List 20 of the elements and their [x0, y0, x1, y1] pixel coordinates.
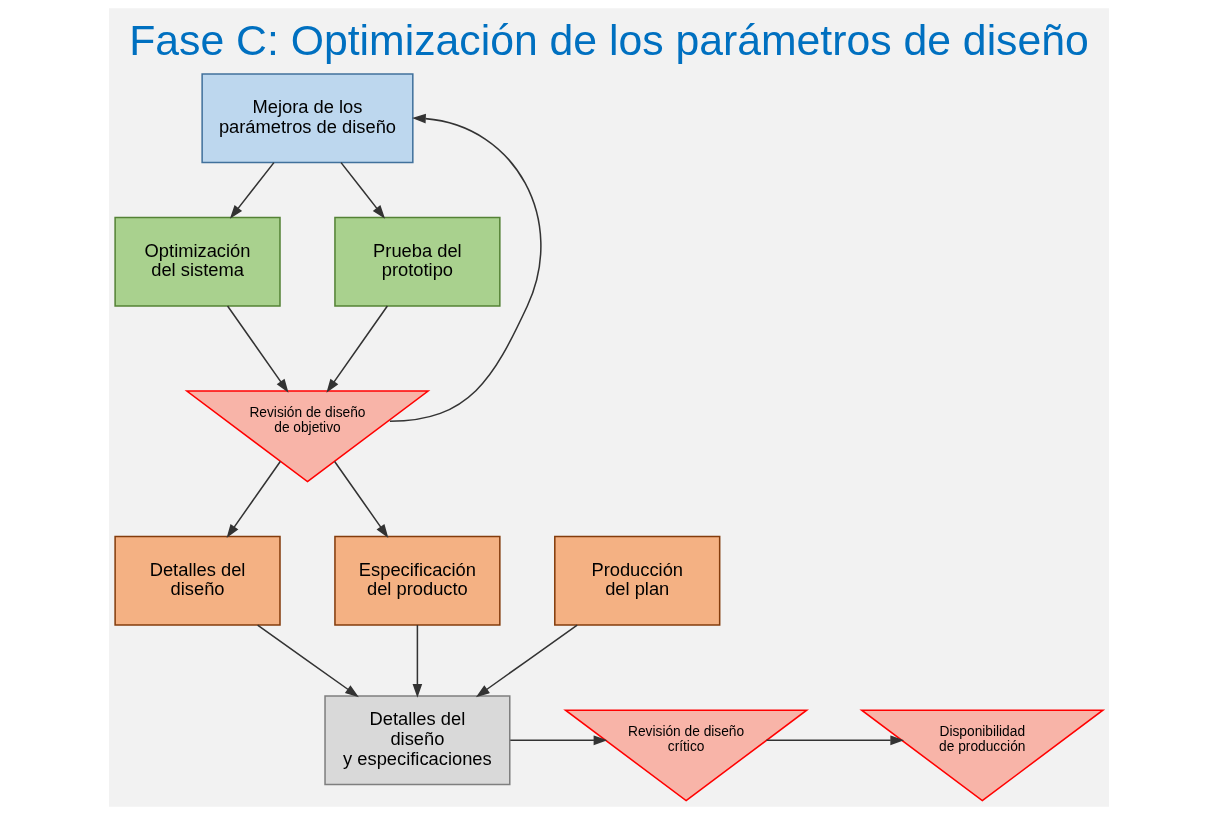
- node-box: Especificación del producto: [333, 535, 501, 626]
- arrow: [475, 624, 578, 698]
- diagram-title: Fase C: Optimización de los parámetros de diseño: [128, 15, 1089, 64]
- node-box: Optimización del sistema: [113, 216, 281, 307]
- arrow: [226, 305, 289, 393]
- node-box: Producción del plan: [553, 535, 720, 626]
- node-box: Detalles del diseño: [113, 535, 281, 626]
- node-box: Detalles del diseño y especificaciones: [323, 695, 511, 786]
- node-box: Mejora de los parámetros de diseño: [200, 73, 414, 164]
- arrow: [339, 161, 385, 219]
- arrow: [226, 460, 281, 538]
- arrow: [509, 735, 607, 746]
- arrow: [388, 113, 542, 422]
- arrow: [765, 735, 904, 746]
- node-box: Prueba del prototipo: [333, 216, 501, 307]
- arrow: [229, 161, 275, 219]
- arrow: [325, 305, 388, 393]
- arrow: [256, 624, 359, 698]
- arrow: [333, 460, 388, 538]
- arrow: [412, 624, 422, 698]
